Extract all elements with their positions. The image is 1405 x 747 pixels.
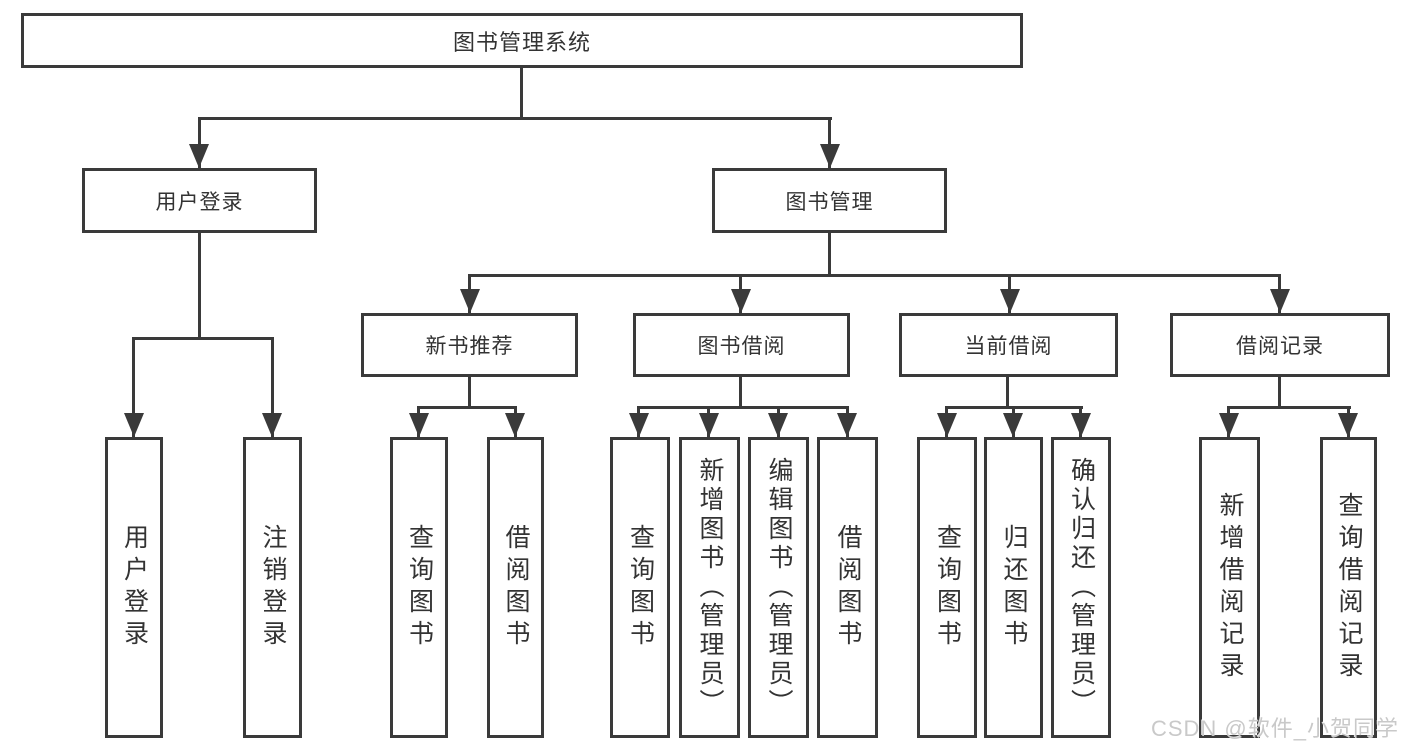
node-new-book-recommend: 新书推荐 <box>361 313 578 377</box>
arrowhead-borrow-record <box>1270 289 1290 313</box>
leaf-cb-confirm-return-admin: 确认归还（管理员） <box>1051 437 1111 738</box>
arrowhead-book-borrow <box>731 289 751 313</box>
connector-current-borrow-stem <box>1006 377 1009 408</box>
connector-user-login-bus <box>132 337 273 340</box>
arrowhead-cb-query <box>937 413 957 437</box>
arrowhead-current-borrow <box>1000 289 1020 313</box>
connector-drop-book-mgmt <box>828 117 831 168</box>
connector-drop-login-leaf <box>132 337 135 437</box>
arrowhead-new-book <box>460 289 480 313</box>
connector-new-book-stem <box>468 377 471 408</box>
connector-user-login-stem <box>198 233 201 339</box>
arrowhead-logout-leaf <box>262 413 282 437</box>
arrowhead-book-mgmt <box>820 144 840 168</box>
connector-root-bus <box>198 117 832 120</box>
leaf-user-login: 用户登录 <box>105 437 163 738</box>
connector-new-book-bus <box>417 406 516 409</box>
node-borrowing-records: 借阅记录 <box>1170 313 1390 377</box>
node-user-login: 用户登录 <box>82 168 317 233</box>
leaf-bb-query-books: 查询图书 <box>610 437 670 738</box>
leaf-cb-query-books: 查询图书 <box>917 437 977 738</box>
node-current-borrowing: 当前借阅 <box>899 313 1118 377</box>
arrowhead-bb-add <box>699 413 719 437</box>
arrowhead-br-add <box>1219 413 1239 437</box>
connector-root-stem <box>520 68 523 119</box>
leaf-nb-borrow-books: 借阅图书 <box>487 437 544 738</box>
arrowhead-bb-query <box>629 413 649 437</box>
connector-book-borrow-stem <box>739 377 742 408</box>
leaf-cb-return-books: 归还图书 <box>984 437 1043 738</box>
connector-borrow-record-bus <box>1227 406 1351 409</box>
leaf-bb-edit-books-admin: 编辑图书（管理员） <box>748 437 809 738</box>
leaf-bb-borrow-books: 借阅图书 <box>817 437 878 738</box>
arrowhead-bb-borrow <box>837 413 857 437</box>
connector-book-mgmt-stem <box>828 233 831 277</box>
node-book-borrowing: 图书借阅 <box>633 313 850 377</box>
leaf-nb-query-books: 查询图书 <box>390 437 448 738</box>
arrowhead-br-query <box>1338 413 1358 437</box>
connector-borrow-record-stem <box>1278 377 1281 408</box>
arrowhead-cb-confirm <box>1071 413 1091 437</box>
leaf-logout: 注销登录 <box>243 437 302 738</box>
node-book-management: 图书管理 <box>712 168 947 233</box>
connector-drop-logout-leaf <box>271 337 274 437</box>
arrowhead-nb-borrow <box>505 413 525 437</box>
leaf-bb-add-books-admin: 新增图书（管理员） <box>679 437 740 738</box>
arrowhead-login-leaf <box>124 413 144 437</box>
arrowhead-cb-return <box>1003 413 1023 437</box>
arrowhead-nb-query <box>409 413 429 437</box>
connector-book-mgmt-bus <box>468 274 1281 277</box>
csdn-watermark: CSDN @软件_小贺同学 <box>1150 716 1399 741</box>
leaf-br-add-record: 新增借阅记录 <box>1199 437 1260 738</box>
connector-book-borrow-bus <box>637 406 849 409</box>
node-root-library-system: 图书管理系统 <box>21 13 1023 68</box>
leaf-br-query-record: 查询借阅记录 <box>1320 437 1377 738</box>
arrowhead-user-login <box>189 144 209 168</box>
arrowhead-bb-edit <box>768 413 788 437</box>
connector-drop-user-login <box>198 117 201 168</box>
